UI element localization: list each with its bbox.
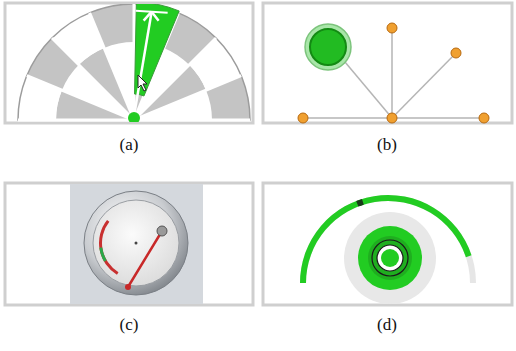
mouse-cursor: [138, 75, 147, 91]
panel-frame: [5, 183, 253, 305]
panel-label: (d): [377, 316, 397, 335]
selected-sector: [135, 4, 180, 96]
panel-label: (b): [377, 136, 397, 155]
node-tree: [298, 23, 489, 123]
panel-frame: [263, 3, 512, 123]
panel-frame: [263, 183, 512, 305]
arc-slider: [300, 195, 476, 304]
panel-label: (c): [120, 316, 139, 335]
fan-menu: [18, 4, 250, 122]
panel-label: (a): [120, 136, 139, 155]
panel-frame: [5, 3, 253, 123]
gauge: [70, 184, 203, 304]
